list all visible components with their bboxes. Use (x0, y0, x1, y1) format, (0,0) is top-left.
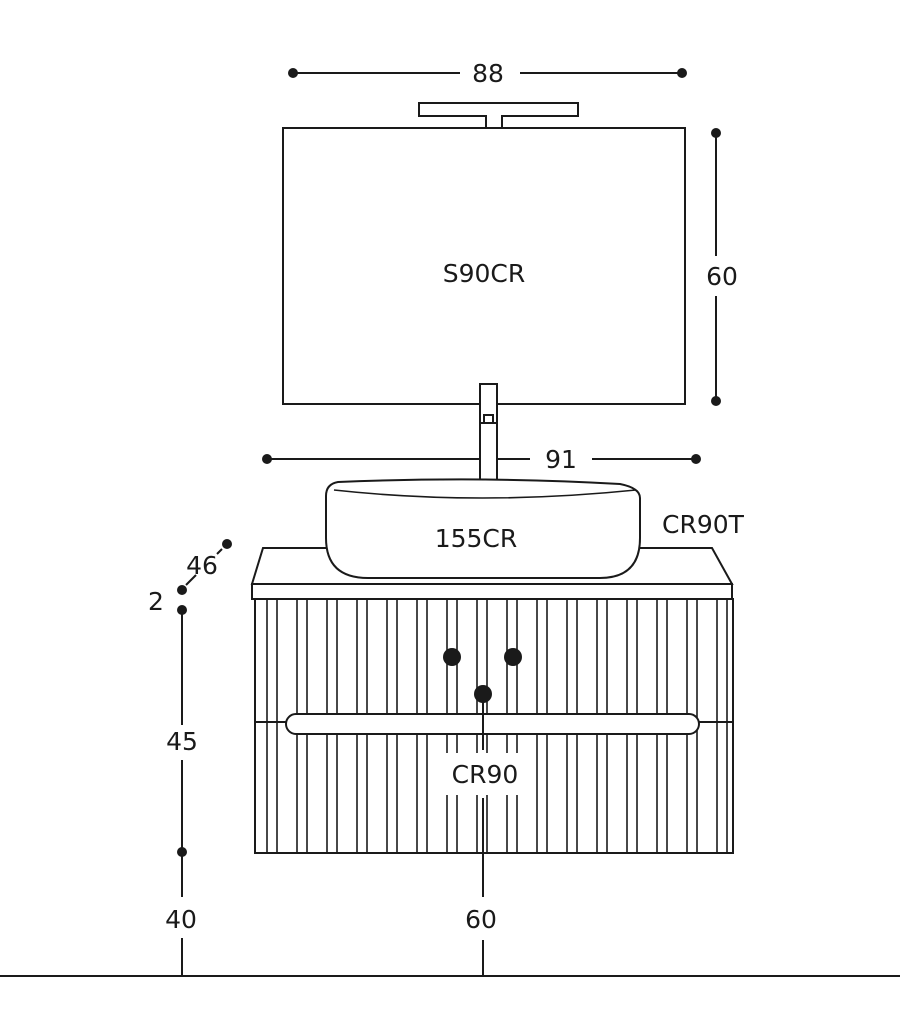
floor-height-label: 40 (165, 905, 197, 934)
vanity-width-label: 91 (545, 445, 577, 474)
basin-code-label: 155CR (435, 524, 518, 553)
countertop-code-label: CR90T (662, 510, 745, 539)
mirror-height-label: 60 (706, 262, 738, 291)
top-thickness-label: 2 (148, 587, 164, 616)
vanity-code-label: CR90 (452, 760, 519, 789)
basin-depth-label: 46 (186, 551, 218, 580)
mirror-width-dimension: 88 (288, 59, 687, 88)
vanity-height-label: 45 (166, 727, 198, 756)
waste-height-dimension: 60 (465, 694, 497, 975)
vanity-cabinet: CR90 (254, 598, 734, 854)
waste-height-label: 60 (465, 905, 497, 934)
mirror: S90CR (282, 127, 686, 405)
mirror-lamp (418, 102, 579, 129)
height-dimension-chain: 46 2 45 40 (148, 539, 232, 975)
mirror-code-label: S90CR (443, 259, 526, 288)
mirror-width-label: 88 (472, 59, 504, 88)
faucet (479, 383, 498, 482)
mirror-height-dimension: 60 (706, 128, 738, 406)
basin: 155CR (325, 478, 641, 579)
